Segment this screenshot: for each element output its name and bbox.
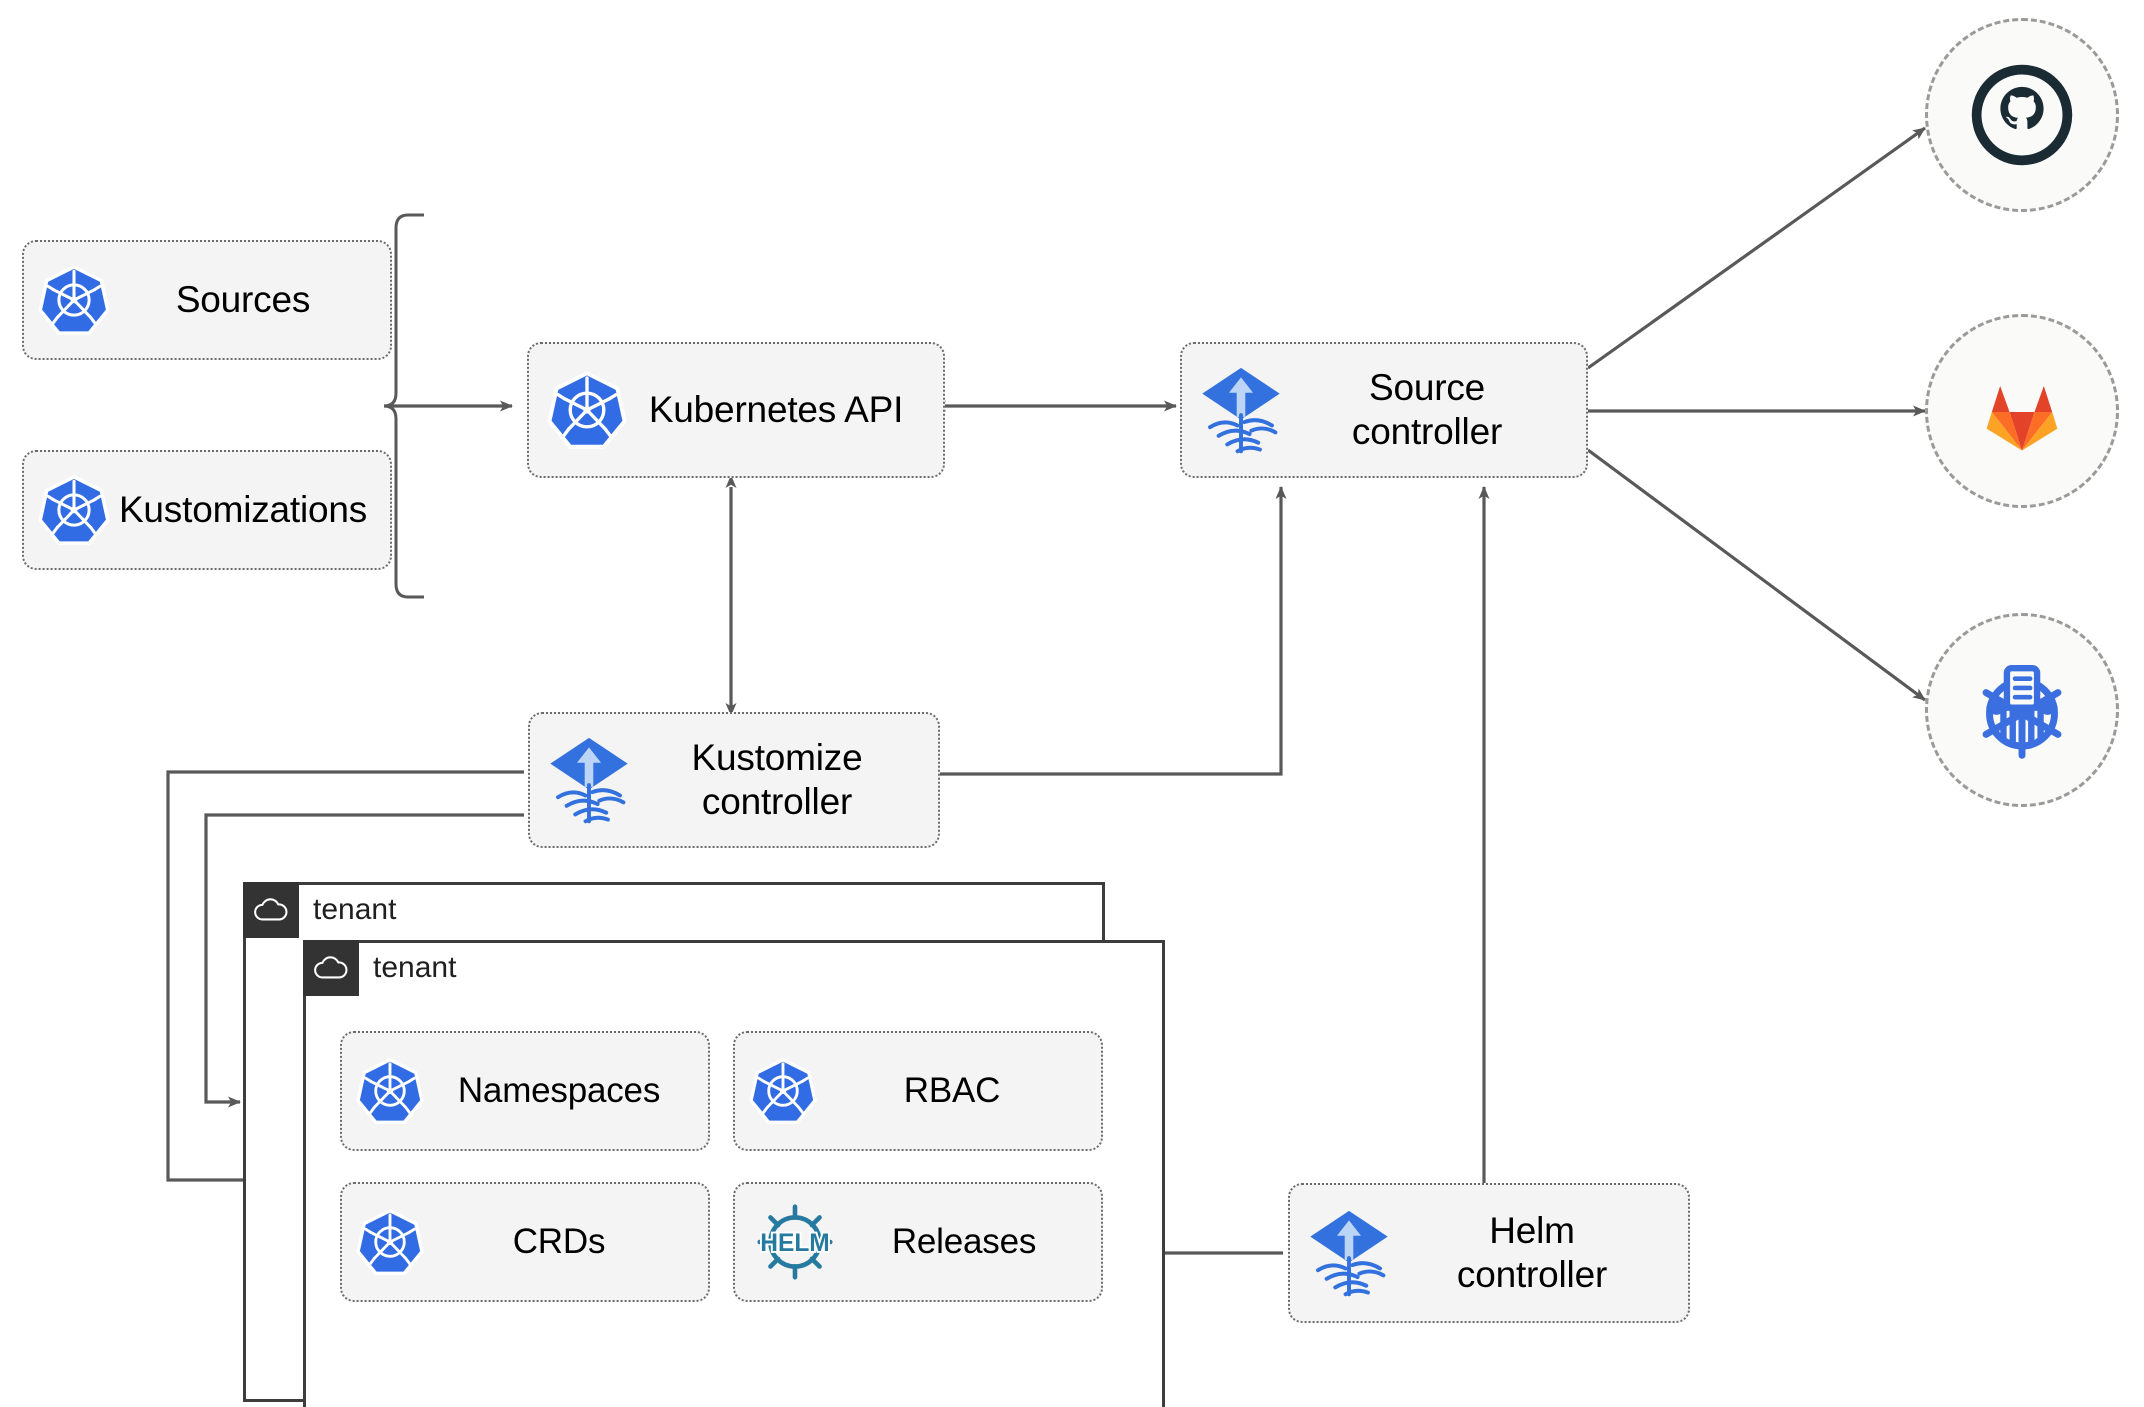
node-label: Source controller — [1351, 367, 1503, 452]
node-rbac[interactable]: RBAC — [733, 1031, 1103, 1151]
node-label: CRDs — [512, 1222, 606, 1262]
node-kustomize-controller[interactable]: Kustomize controller — [528, 712, 940, 848]
github-icon — [1971, 64, 2073, 166]
tenant-label: tenant — [313, 893, 397, 926]
node-label: Kustomize controller — [691, 737, 863, 822]
flux-icon — [546, 735, 632, 825]
node-label: RBAC — [903, 1071, 1001, 1111]
node-label: Namespaces — [457, 1071, 661, 1111]
service-gitlab[interactable] — [1925, 314, 2119, 508]
node-label: Kubernetes API — [648, 389, 904, 431]
node-releases[interactable]: HELM Releases — [733, 1182, 1103, 1302]
cloud-icon — [243, 882, 299, 938]
helm-logo-icon: HELM — [749, 1203, 841, 1281]
cloud-icon — [303, 940, 359, 996]
node-label: Releases — [891, 1222, 1037, 1262]
node-kubernetes-api[interactable]: Kubernetes API — [527, 342, 945, 478]
node-sources[interactable]: Sources — [22, 240, 392, 360]
flux-icon — [1306, 1208, 1392, 1298]
node-label: Helm controller — [1456, 1210, 1608, 1295]
node-namespaces[interactable]: Namespaces — [340, 1031, 710, 1151]
node-label: Kustomizations — [118, 489, 368, 531]
service-helm-repository[interactable] — [1925, 613, 2119, 807]
kubernetes-icon — [38, 474, 110, 546]
kubernetes-icon — [547, 370, 627, 450]
node-source-controller[interactable]: Source controller — [1180, 342, 1588, 478]
kubernetes-icon — [356, 1208, 424, 1276]
node-kustomizations[interactable]: Kustomizations — [22, 450, 392, 570]
tenant-header: tenant — [243, 882, 414, 938]
kubernetes-icon — [749, 1057, 817, 1125]
tenant-header: tenant — [303, 940, 474, 996]
flux-icon — [1198, 365, 1284, 455]
tenant-inner[interactable]: tenant — [303, 940, 1165, 1407]
gitlab-icon — [1986, 386, 2058, 451]
node-crds[interactable]: CRDs — [340, 1182, 710, 1302]
service-github[interactable] — [1925, 18, 2119, 212]
node-helm-controller[interactable]: Helm controller — [1288, 1183, 1690, 1323]
tenant-label: tenant — [373, 951, 457, 984]
svg-text:HELM: HELM — [760, 1230, 829, 1257]
node-label: Sources — [175, 279, 311, 321]
helm-repository-icon — [1982, 665, 2062, 759]
kubernetes-icon — [38, 264, 110, 336]
kubernetes-icon — [356, 1057, 424, 1125]
